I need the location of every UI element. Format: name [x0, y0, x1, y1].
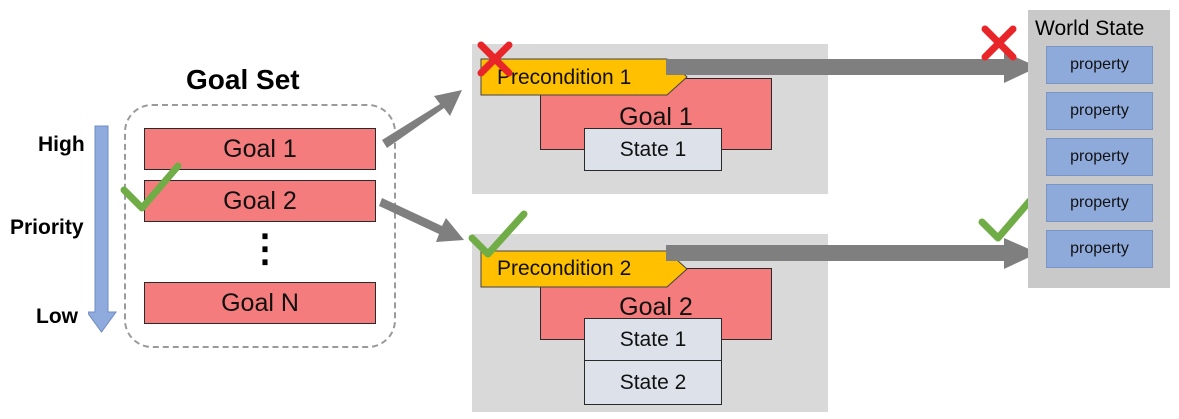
world-state-title: World State — [1035, 17, 1145, 40]
priority-low-label: Low — [36, 305, 78, 328]
plan-2-goal-label: Goal 2 — [619, 293, 693, 321]
goal-2-to-plan-2-arrow — [379, 198, 464, 242]
plan-1-state-1: State 1 — [584, 128, 722, 171]
goal-set-item-goal-2: Goal 2 — [144, 180, 376, 222]
world-state-cross-icon — [981, 25, 1017, 61]
world-state-property-3: property — [1046, 138, 1153, 176]
goal-set-title: Goal Set — [186, 64, 300, 95]
precondition-1-to-world-arrow — [666, 52, 1038, 83]
priority-high-label: High — [38, 133, 85, 156]
plan-1-goal-label: Goal 1 — [619, 103, 693, 131]
world-state-property-2: property — [1046, 92, 1153, 130]
plan-2-state-1: State 1 — [584, 318, 722, 361]
goal-set-ellipsis: ⋮ — [246, 228, 284, 270]
plan-2-precondition-shape — [480, 250, 688, 288]
plan-2-precondition-label: Precondition 2 — [497, 257, 632, 280]
world-state-property-1: property — [1046, 46, 1153, 84]
world-state-property-5: property — [1046, 230, 1153, 268]
precondition-2-to-world-arrow — [666, 238, 1038, 269]
world-state-property-4: property — [1046, 184, 1153, 222]
plan-2-state-2: State 2 — [584, 360, 722, 405]
priority-label: Priority — [10, 216, 84, 239]
goal-1-to-plan-1-arrow — [382, 90, 462, 148]
goal-set-item-goal-n: Goal N — [144, 282, 376, 324]
goal-set-item-goal-1: Goal 1 — [144, 128, 376, 170]
plan-2-check-icon — [468, 210, 528, 258]
goal-2-check-icon — [120, 162, 182, 212]
goal-set-container — [124, 104, 396, 348]
plan-1-cross-icon — [477, 41, 513, 77]
plan-1-precondition-label: Precondition 1 — [497, 66, 632, 89]
world-state-check-icon — [978, 192, 1038, 242]
plan-1-precondition-shape — [480, 58, 688, 96]
priority-arrow — [88, 125, 117, 333]
